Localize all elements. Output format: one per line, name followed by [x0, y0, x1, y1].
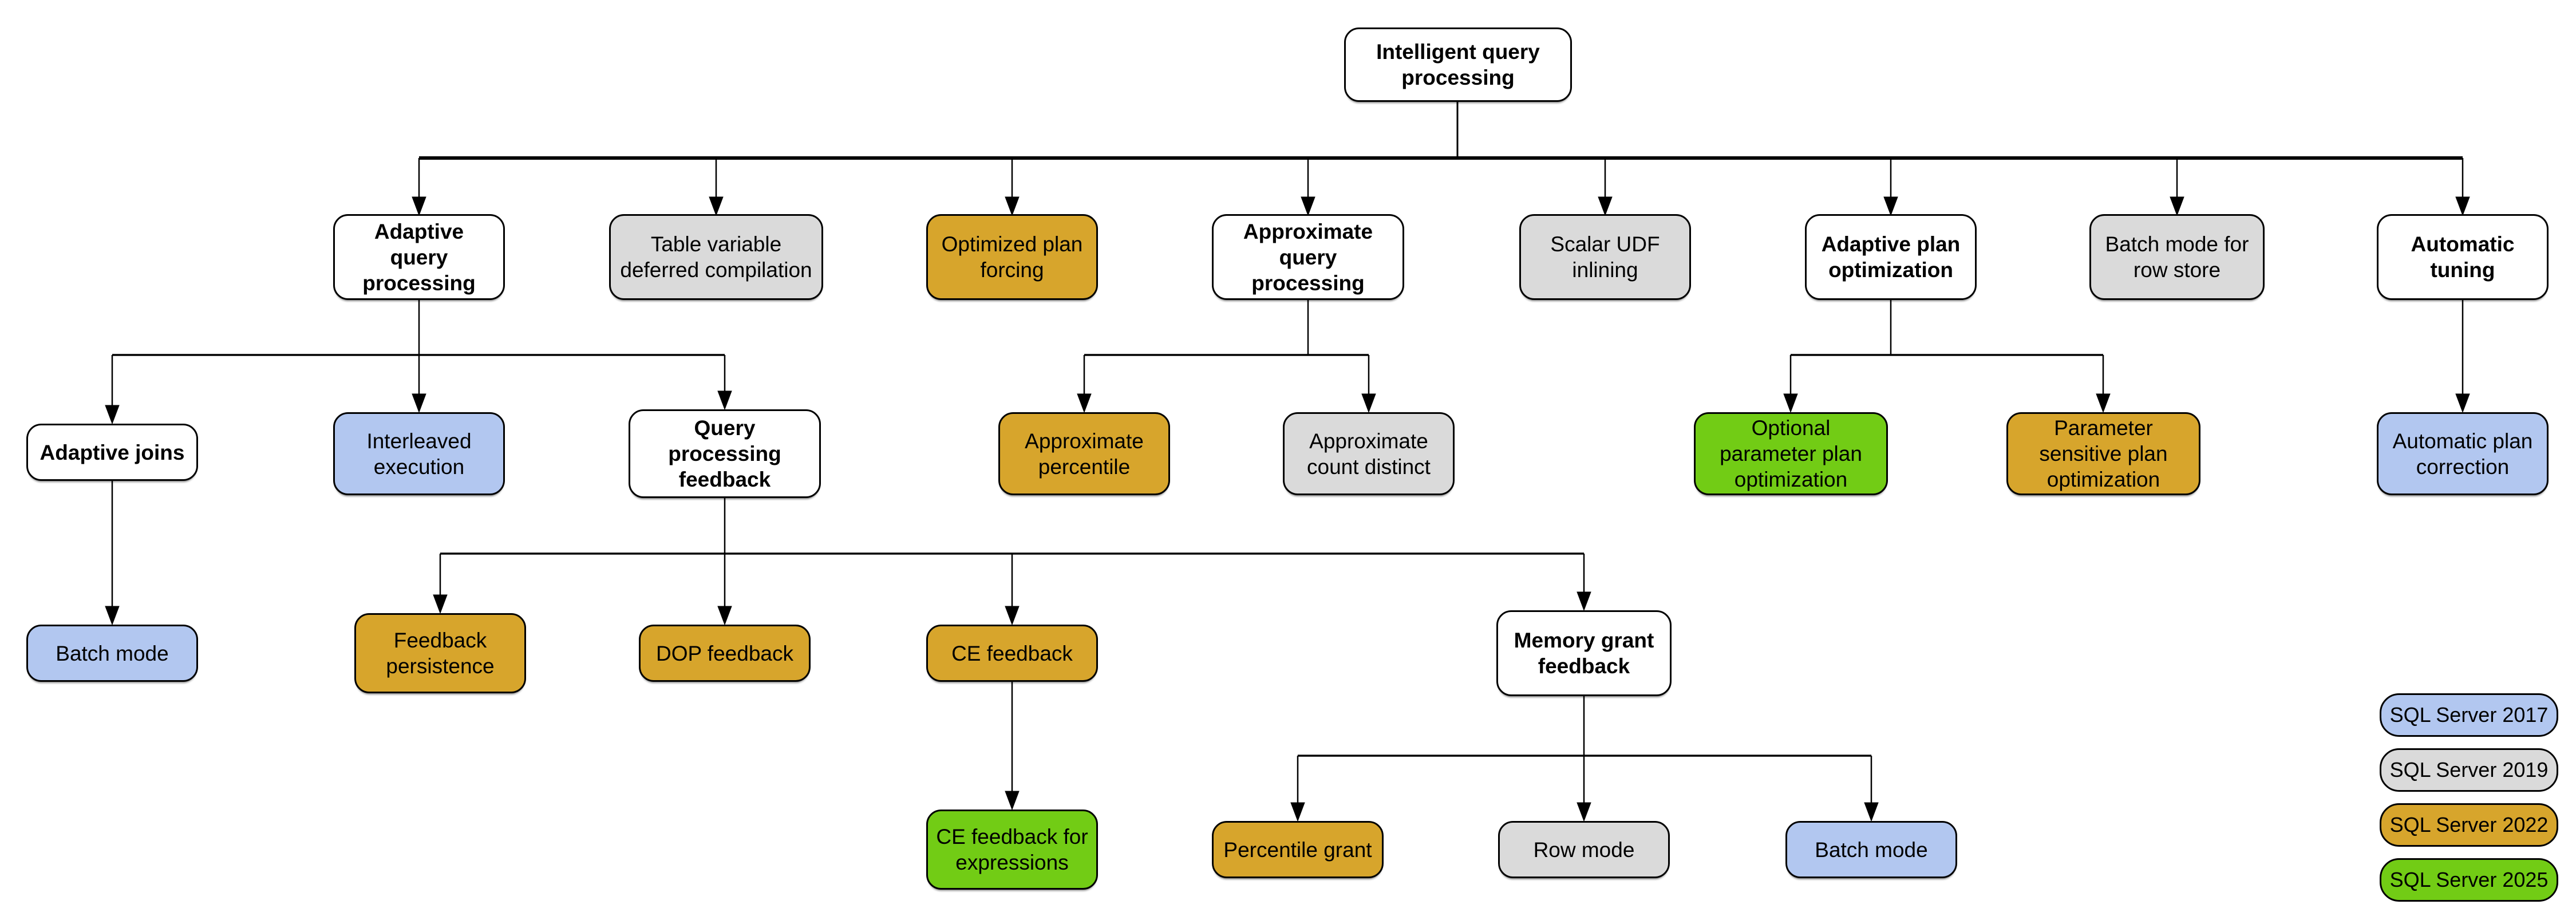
connector-aj-to-bm: [105, 481, 120, 626]
node-feedback-persistence: Feedback persistence: [354, 613, 526, 693]
connector-cef-to-cefe: [1005, 682, 1020, 811]
node-batch-mode-for-row-store: Batch mode for row store: [2089, 214, 2265, 300]
node-label: Automatic tuning: [2411, 232, 2515, 282]
connector-qpf-to-children: [433, 498, 1591, 626]
node-dop-feedback: DOP feedback: [639, 625, 811, 682]
node-table-variable-deferred-compilation: Table variable deferred compilation: [609, 214, 823, 300]
connector-root-to-row2: [412, 102, 2470, 216]
node-interleaved-execution: Interleaved execution: [333, 412, 505, 495]
node-intelligent-query-processing: Intelligent query processing: [1344, 27, 1572, 102]
node-label: Approximate query processing: [1243, 219, 1373, 295]
node-batch-mode-memory-grant: Batch mode: [1785, 821, 1957, 878]
node-scalar-udf-inlining: Scalar UDF inlining: [1519, 214, 1691, 300]
legend-label: SQL Server 2022: [2389, 813, 2549, 836]
node-ce-feedback-for-expressions: CE feedback for expressions: [926, 810, 1098, 890]
node-label: Memory grant feedback: [1514, 629, 1654, 678]
node-label: Query processing feedback: [668, 416, 781, 491]
node-approximate-percentile: Approximate percentile: [998, 412, 1170, 495]
legend-label: SQL Server 2019: [2389, 758, 2549, 781]
node-label: Optimized plan forcing: [941, 232, 1083, 282]
node-label: Intelligent query processing: [1376, 40, 1540, 89]
node-label: Approximate percentile: [1025, 429, 1144, 479]
node-approximate-count-distinct: Approximate count distinct: [1283, 412, 1455, 495]
node-adaptive-query-processing: Adaptive query processing: [333, 214, 505, 300]
connector-axqp-to-children: [1077, 300, 1376, 413]
node-label: DOP feedback: [656, 641, 793, 665]
legend-sql-server-2019: SQL Server 2019: [2380, 748, 2558, 792]
connector-apo-to-children: [1783, 300, 2111, 413]
node-label: Adaptive plan optimization: [1821, 232, 1961, 282]
connector-mgf-to-children: [1290, 696, 1879, 822]
node-label: Row mode: [1533, 838, 1635, 862]
node-label: CE feedback for expressions: [936, 825, 1088, 874]
node-query-processing-feedback: Query processing feedback: [629, 409, 821, 498]
node-label: Batch mode: [56, 641, 169, 665]
node-adaptive-joins: Adaptive joins: [26, 424, 198, 481]
node-adaptive-plan-optimization: Adaptive plan optimization: [1805, 214, 1977, 300]
node-approximate-query-processing: Approximate query processing: [1212, 214, 1404, 300]
node-label: Automatic plan correction: [2392, 429, 2533, 479]
node-row-mode: Row mode: [1498, 821, 1670, 878]
node-automatic-plan-correction: Automatic plan correction: [2377, 412, 2549, 495]
legend-sql-server-2022: SQL Server 2022: [2380, 803, 2558, 847]
node-label: CE feedback: [951, 641, 1073, 665]
node-memory-grant-feedback: Memory grant feedback: [1496, 610, 1672, 696]
legend-label: SQL Server 2025: [2389, 868, 2549, 891]
node-label: Optional parameter plan optimization: [1720, 416, 1862, 491]
legend-sql-server-2017: SQL Server 2017: [2380, 693, 2558, 737]
node-label: Batch mode: [1815, 838, 1928, 862]
node-label: Interleaved execution: [366, 429, 472, 479]
node-label: Adaptive query processing: [362, 219, 476, 295]
legend-label: SQL Server 2017: [2389, 703, 2549, 727]
node-optimized-plan-forcing: Optimized plan forcing: [926, 214, 1098, 300]
node-batch-mode-adaptive-joins: Batch mode: [26, 625, 198, 682]
node-label: Feedback persistence: [386, 629, 495, 678]
node-label: Percentile grant: [1223, 838, 1372, 862]
node-percentile-grant: Percentile grant: [1212, 821, 1384, 878]
node-label: Adaptive joins: [39, 440, 185, 464]
node-label: Batch mode for row store: [2105, 232, 2249, 282]
node-label: Table variable deferred compilation: [620, 232, 812, 282]
node-label: Scalar UDF inlining: [1550, 232, 1660, 282]
node-automatic-tuning: Automatic tuning: [2377, 214, 2549, 300]
node-label: Approximate count distinct: [1307, 429, 1431, 479]
connector-at-to-apc: [2455, 300, 2470, 413]
legend-sql-server-2025: SQL Server 2025: [2380, 858, 2558, 902]
node-optional-parameter-plan-optimization: Optional parameter plan optimization: [1694, 412, 1888, 495]
connector-aqp-to-children: [105, 300, 732, 425]
node-parameter-sensitive-plan-optimization: Parameter sensitive plan optimization: [2006, 412, 2200, 495]
node-label: Parameter sensitive plan optimization: [2039, 416, 2168, 491]
node-ce-feedback: CE feedback: [926, 625, 1098, 682]
